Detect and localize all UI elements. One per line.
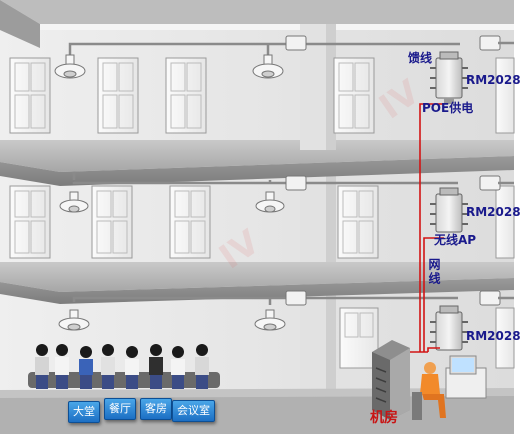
feeder-cables (68, 42, 460, 305)
antenna-icon (254, 309, 286, 331)
antenna-icon (252, 54, 284, 79)
building-column (300, 0, 336, 395)
network-cables (410, 103, 444, 353)
door (9, 57, 51, 134)
antenna-icon (59, 191, 89, 213)
machine-room-label: 机房 (370, 410, 398, 426)
door (9, 185, 51, 259)
access-points (430, 51, 468, 351)
door (339, 307, 379, 369)
ceiling-slab-top (0, 0, 514, 24)
door (91, 185, 133, 259)
antenna-icon (255, 191, 285, 213)
ap-model-label-2: RM2028 (466, 205, 521, 219)
lobby-people (28, 344, 220, 389)
antenna-icon (54, 54, 86, 79)
door (165, 57, 207, 134)
ap-device-2 (430, 187, 468, 233)
door (337, 185, 379, 259)
poe-label: POE供电 (422, 101, 474, 115)
splitters (285, 35, 514, 306)
doors (9, 57, 379, 369)
operator-workstation (412, 355, 487, 420)
door (333, 57, 375, 134)
server-rack (372, 340, 410, 420)
network-cable-label: 网线 (427, 258, 441, 286)
service-button-meeting-room: 会议室 (172, 400, 215, 422)
service-button-guest-room: 客房 (140, 398, 172, 420)
ap-device-1 (430, 51, 468, 104)
floor-slab (0, 140, 514, 186)
service-button-lobby: 大堂 (68, 401, 100, 423)
wireless-ap-label: 无线AP (434, 233, 477, 247)
ap-model-label-1: RM2028 (466, 73, 521, 87)
ceiling-antennas (54, 54, 286, 331)
ap-model-label-3: RM2028 (466, 329, 521, 343)
door (97, 57, 139, 134)
antenna-icon (58, 309, 90, 331)
service-button-restaurant: 餐厅 (104, 398, 136, 420)
feeder-label: 馈线 (408, 51, 433, 65)
door (169, 185, 211, 259)
ap-device-3 (430, 305, 468, 351)
